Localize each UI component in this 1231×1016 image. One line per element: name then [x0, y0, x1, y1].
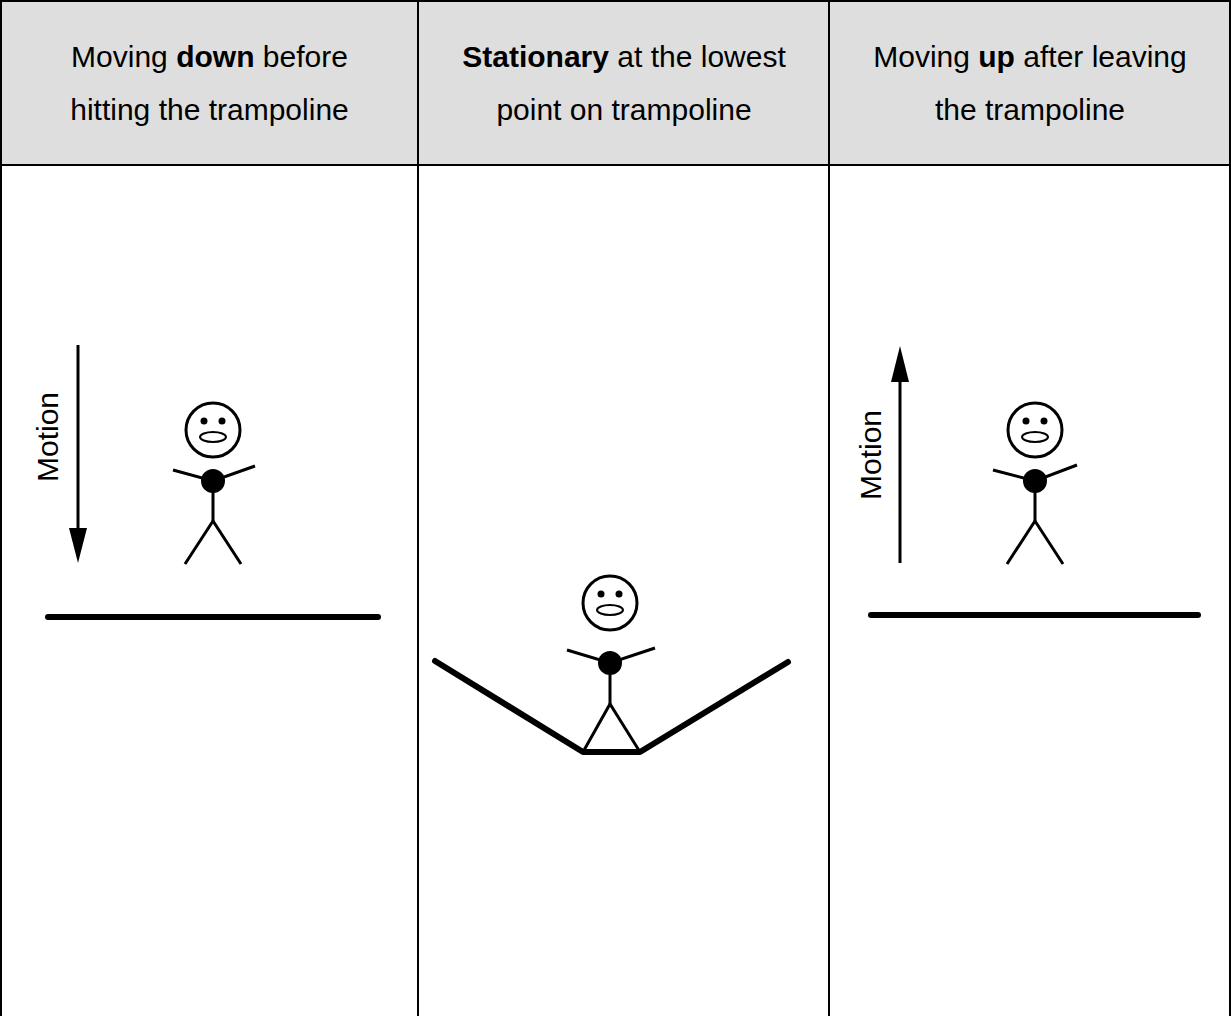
motion-label: Motion: [854, 410, 888, 500]
figure-eye: [219, 418, 226, 425]
column-heading-cell: Moving down before hitting the trampolin…: [1, 1, 418, 165]
figure-eye: [201, 418, 208, 425]
motion-label-cell: Motion: [31, 392, 65, 482]
figure-torso: [1023, 469, 1047, 493]
word-gap: [150, 93, 158, 126]
figure-eye: [616, 591, 623, 598]
word-gap: [970, 40, 978, 73]
motion-label-cell: Motion: [854, 410, 888, 500]
trampoline-bed: [871, 612, 1198, 618]
emphasis-word: down: [176, 40, 254, 73]
column-heading: Stationary at the lowest point on trampo…: [449, 30, 799, 136]
figure-head: [1008, 403, 1062, 457]
motion-arrow: [899, 378, 902, 563]
word: Moving: [873, 40, 970, 73]
figure-head: [583, 576, 637, 630]
word: hitting: [70, 93, 150, 126]
word-gap: [254, 40, 262, 73]
figure-eye: [1023, 418, 1030, 425]
figure-torso: [598, 651, 622, 675]
word: before: [263, 40, 348, 73]
arrow-head: [891, 346, 909, 382]
word: the: [159, 93, 201, 126]
word: the: [935, 93, 977, 126]
word-gap: [561, 93, 569, 126]
word: Moving: [71, 40, 168, 73]
arrow-head: [69, 528, 87, 563]
figure-eye: [1041, 418, 1048, 425]
table-rule: [417, 0, 419, 1016]
word-gap: [609, 40, 617, 73]
trampoline-bed: [435, 661, 788, 752]
figure-mouth: [1022, 432, 1048, 442]
figure-mouth: [200, 432, 226, 442]
word: the: [651, 40, 693, 73]
table-rule: [0, 164, 1231, 166]
motion-label: Motion: [31, 392, 65, 482]
word: at: [617, 40, 642, 73]
emphasis-word: up: [978, 40, 1015, 73]
word: trampoline: [612, 93, 752, 126]
column-heading-cell: Moving up after leaving the trampoline: [830, 1, 1230, 165]
word: on: [570, 93, 603, 126]
stick-figure: [993, 403, 1077, 564]
word-gap: [1015, 40, 1023, 73]
table-rule: [828, 0, 830, 1016]
word-gap: [200, 93, 208, 126]
word: point: [496, 93, 561, 126]
word-gap: [977, 93, 985, 126]
stick-figure: [173, 403, 255, 564]
word: after: [1023, 40, 1083, 73]
word-gap: [642, 40, 650, 73]
column-heading: Moving up after leaving the trampoline: [855, 30, 1205, 136]
figure-torso: [201, 469, 225, 493]
word: trampoline: [985, 93, 1125, 126]
figure-mouth: [597, 605, 623, 615]
header-band: [1, 1, 1230, 165]
figure-head: [186, 403, 240, 457]
word-gap: [603, 93, 611, 126]
word: lowest: [701, 40, 786, 73]
motion-arrow: [77, 345, 80, 532]
word-gap: [692, 40, 700, 73]
stick-figure: [567, 576, 655, 752]
figure-legs: [1007, 521, 1063, 564]
emphasis-word: Stationary: [462, 40, 609, 73]
word: leaving: [1092, 40, 1187, 73]
word-gap: [168, 40, 176, 73]
trampoline-bed: [48, 614, 378, 620]
column-heading-cell: Stationary at the lowest point on trampo…: [419, 1, 829, 165]
column-heading: Moving down before hitting the trampolin…: [35, 30, 385, 136]
figure-legs: [185, 521, 241, 564]
figure-legs: [583, 704, 640, 752]
word: trampoline: [209, 93, 349, 126]
figure-eye: [598, 591, 605, 598]
word-gap: [1083, 40, 1091, 73]
